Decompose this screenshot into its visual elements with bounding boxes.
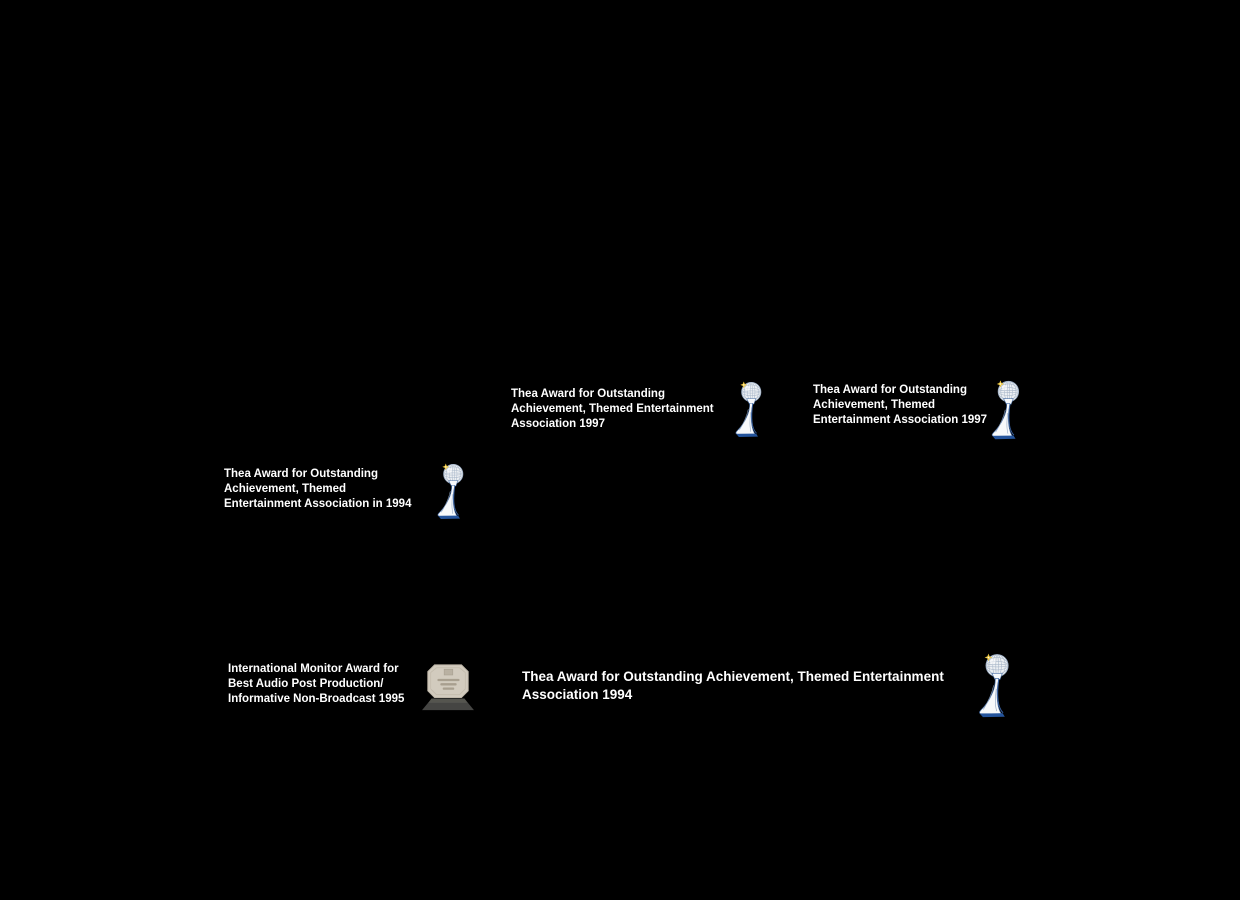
award-caption: Thea Award for Outstanding Achievement, … [224, 467, 411, 512]
thea-trophy-icon [977, 651, 1012, 718]
award-caption-line: Entertainment Association in 1994 [224, 498, 412, 510]
award-caption-line: Thea Award for Outstanding [511, 388, 665, 400]
award-caption-line: Achievement, Themed [813, 399, 936, 411]
award-caption-line: Informative Non-Broadcast 1995 [228, 693, 405, 705]
award-caption-line: Achievement, Themed [224, 483, 347, 495]
thea-trophy-icon [436, 461, 466, 520]
award-caption: Thea Award for Outstanding Achievement, … [511, 387, 714, 432]
award-caption-line: Entertainment Association 1997 [813, 414, 988, 426]
thea-trophy-icon [734, 379, 764, 438]
award-caption: International Monitor Award for Best Aud… [228, 662, 404, 707]
monitor-plaque-icon [421, 664, 475, 711]
award-caption-line: Achievement, Themed Entertainment [511, 403, 714, 415]
award-caption: Thea Award for Outstanding Achievement, … [813, 383, 987, 428]
award-caption-line: International Monitor Award for [228, 663, 399, 675]
award-caption-line: Thea Award for Outstanding Achievement, … [522, 669, 944, 684]
award-caption-line: Best Audio Post Production/ [228, 678, 384, 690]
award-caption-line: Thea Award for Outstanding [813, 384, 967, 396]
award-caption-line: Thea Award for Outstanding [224, 468, 378, 480]
thea-trophy-icon [990, 378, 1022, 440]
award-caption-line: Association 1994 [522, 686, 633, 702]
award-caption-line: Association 1997 [511, 418, 605, 430]
award-caption: Thea Award for Outstanding Achievement, … [522, 668, 944, 703]
